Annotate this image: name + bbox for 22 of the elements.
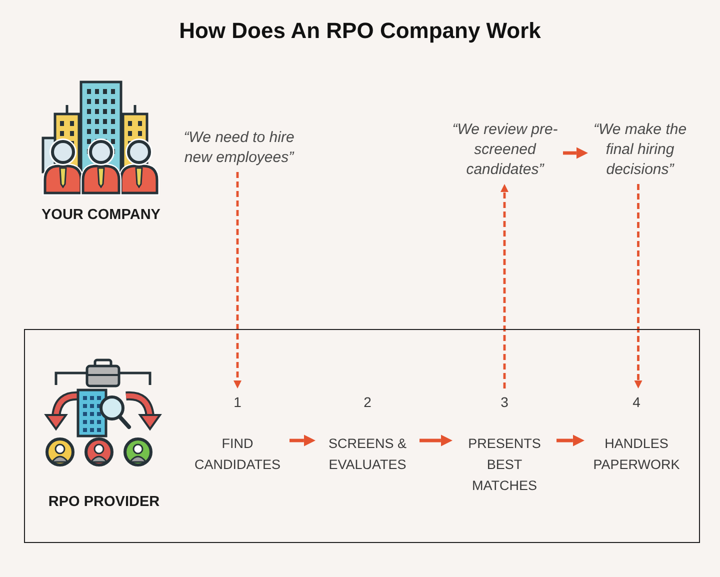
provider-panel (24, 329, 700, 543)
arrow (563, 147, 588, 159)
arrow (556, 434, 584, 446)
step-label: FIND CANDIDATES (193, 434, 282, 474)
step-number: 1 (234, 392, 242, 410)
step-number: 2 (364, 392, 372, 410)
step-number: 3 (500, 392, 508, 410)
figure-caption: YOUR COMPANY (42, 206, 160, 224)
step-label: HANDLES PAPERWORK (592, 434, 681, 474)
panel-label: RPO PROVIDER (48, 493, 160, 511)
step-label: PRESENTS BEST MATCHES (467, 434, 542, 494)
quote-text: “We review pre-screened candidates” (451, 120, 559, 180)
quote-text: “We make the final hiring decisions” (592, 120, 688, 180)
step-number: 4 (632, 392, 640, 410)
arrow (290, 434, 316, 446)
dashed-arrow (634, 184, 642, 388)
quote-text: “We need to hire new employees” (182, 128, 296, 168)
diagram-title: How Does An RPO Company Work (179, 18, 541, 44)
dashed-arrow (500, 184, 509, 388)
dashed-arrow (233, 172, 242, 388)
arrow (420, 434, 452, 446)
step-label: SCREENS & EVALUATES (327, 434, 408, 474)
